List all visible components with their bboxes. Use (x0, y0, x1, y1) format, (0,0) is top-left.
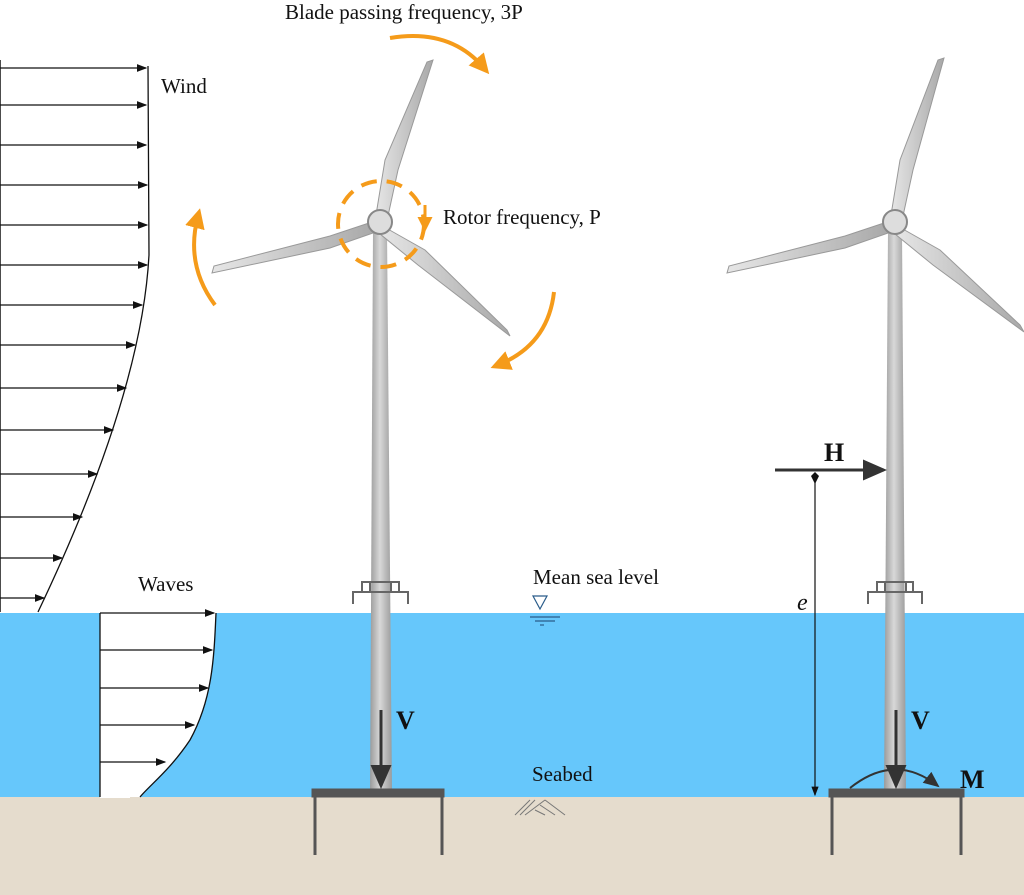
rotation-arrow-left (185, 208, 217, 307)
wind-turbine-left (185, 34, 556, 855)
wind-profile (0, 60, 150, 613)
rotation-arrow-top (389, 34, 490, 75)
seabed-hatch-symbol (514, 799, 566, 816)
e-label: e (797, 590, 808, 616)
seabed-label: Seabed (532, 762, 593, 786)
m-label: M (960, 765, 985, 794)
blade-passing-frequency-label: Blade passing frequency, 3P (285, 0, 523, 24)
m-moment-arrow (849, 768, 940, 789)
rotation-arrow-right (490, 291, 556, 370)
wind-turbine-right (726, 57, 1024, 855)
h-label: H (824, 438, 845, 467)
rotor-frequency-label: Rotor frequency, P (443, 205, 601, 229)
sea-level-symbol (530, 595, 560, 626)
v-label-right: V (911, 706, 930, 735)
wind-label: Wind (161, 74, 207, 98)
waves-label: Waves (138, 572, 194, 596)
mean-sea-level-label: Mean sea level (533, 565, 659, 589)
wave-profile (99, 609, 217, 798)
seabed-ground (0, 797, 1024, 895)
v-label-left: V (396, 706, 415, 735)
